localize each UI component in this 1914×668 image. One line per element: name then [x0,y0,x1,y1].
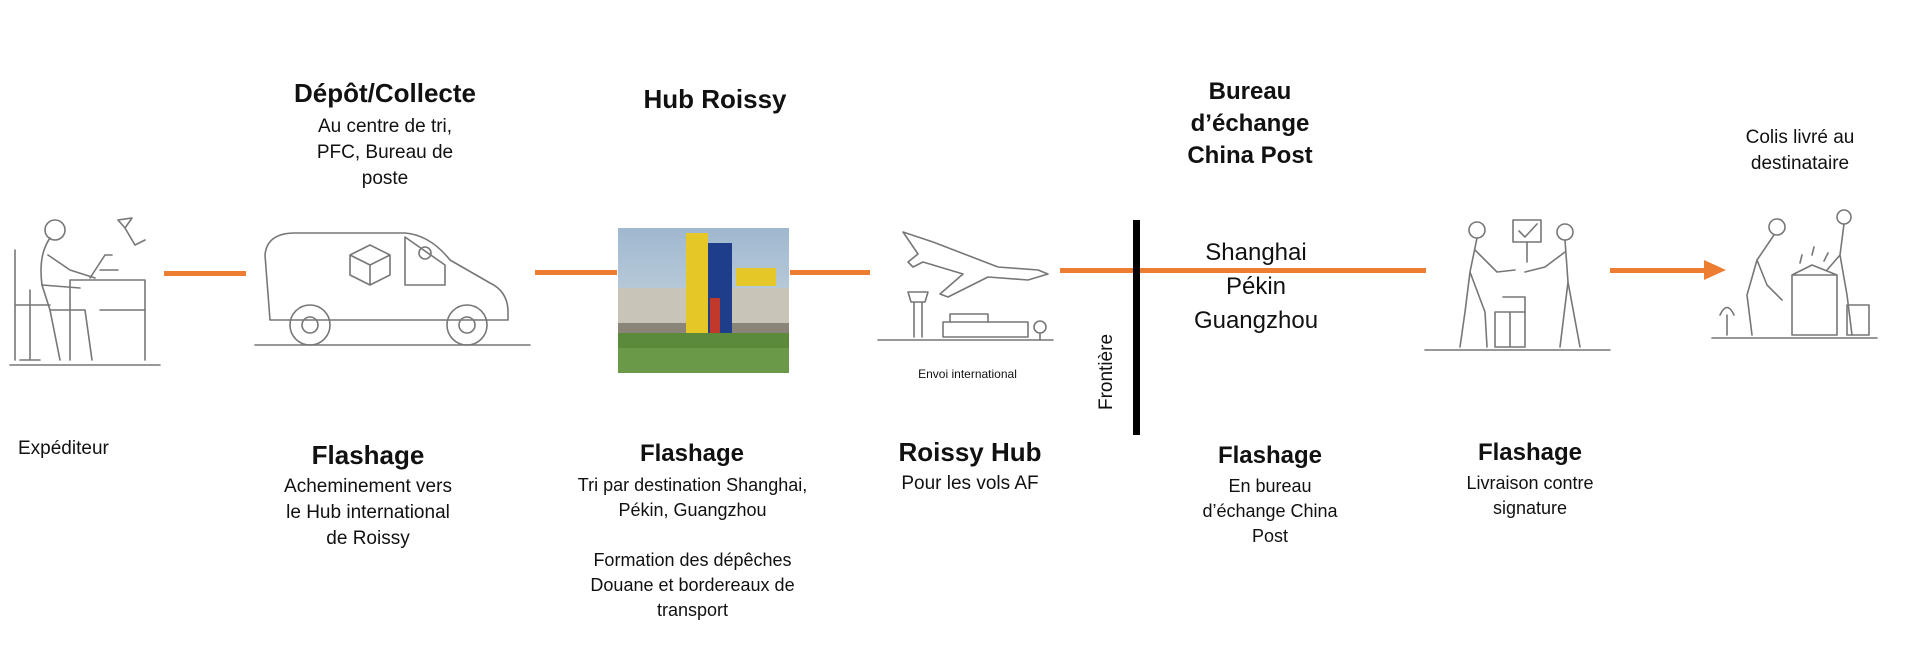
exchange-flash-line: Post [1251,526,1289,546]
delivery-flash-title: Flashage [1477,439,1583,466]
delivery-flash-line: signature [1492,498,1568,518]
hub-flash-line [540,523,845,548]
airport-flash-title: Roissy Hub [898,437,1042,467]
border-line [1133,220,1140,435]
hub-flash-line: transport [656,600,729,620]
connector-hub-airport [790,270,870,275]
pickup-title: Dépôt/Collecte [293,78,477,108]
recipient-title-line: destinataire [1750,153,1850,174]
pickup-flash-title: Flashage [311,440,425,470]
sender-at-desk-icon [9,217,161,366]
airplane-airport-icon [877,231,1054,341]
pickup-line: PFC, Bureau de [316,142,454,163]
hub-flash-description: Tri par destination Shanghai, Pékin, Gua… [540,473,845,623]
delivery-flash-description: Livraison contre signature [1430,471,1630,521]
hub-flash-line: Douane et bordereaux de [590,575,795,595]
exchange-title-line: Bureau [1208,78,1292,105]
hub-flash-title: Flashage [639,440,745,467]
city-label: Pékin [1225,273,1287,300]
sender-label: Expéditeur [18,438,109,459]
connector-delivery-recipient [1610,268,1706,273]
airport-flash-description: Pour les vols AF [870,471,1070,497]
pickup-flash-description: Acheminement vers le Hub international d… [258,474,478,552]
exchange-flash-description: En bureau d’échange China Post [1170,474,1370,549]
city-label: Guangzhou [1193,307,1319,334]
exchange-cities: Shanghai Pékin Guangzhou [1156,236,1356,338]
city-label: Shanghai [1205,239,1307,266]
connector-sender-pickup [164,271,246,276]
pickup-flash-line: le Hub international [286,502,450,523]
recipient-title-line: Colis livré au [1745,127,1855,148]
exchange-flash-line: En bureau [1228,476,1312,496]
hub-flash-line: Pékin, Guangzhou [618,500,767,520]
hub-flash-line: Formation des dépêches [593,550,792,570]
pickup-line: Au centre de tri, [317,116,453,137]
pickup-line: poste [361,168,409,189]
delivery-van-icon [254,232,531,346]
arrowhead-icon [1704,260,1726,280]
hub-building-photo [618,228,789,373]
exchange-title-line: China Post [1187,142,1313,169]
hub-title: Hub Roissy [643,84,787,114]
connector-pickup-hub [535,270,617,275]
pickup-flash-line: de Roissy [326,528,410,549]
recipient-title: Colis livré au destinataire [1720,125,1880,177]
package-received-icon [1711,209,1878,339]
airport-caption: Envoi international [918,367,1017,381]
exchange-title-line: d’échange [1190,110,1310,137]
connector-airport-exchange [1060,268,1426,273]
airport-flash-line: Pour les vols AF [901,473,1039,494]
exchange-flash-line: d’échange China [1202,501,1338,521]
hub-flash-line: Tri par destination Shanghai, [577,475,808,495]
pickup-description: Au centre de tri, PFC, Bureau de poste [285,114,485,192]
package-handoff-icon [1424,219,1611,351]
exchange-title: Bureau d’échange China Post [1150,76,1350,172]
delivery-flash-line: Livraison contre [1466,473,1594,493]
exchange-flash-title: Flashage [1217,442,1323,469]
pickup-flash-line: Acheminement vers [284,476,452,497]
